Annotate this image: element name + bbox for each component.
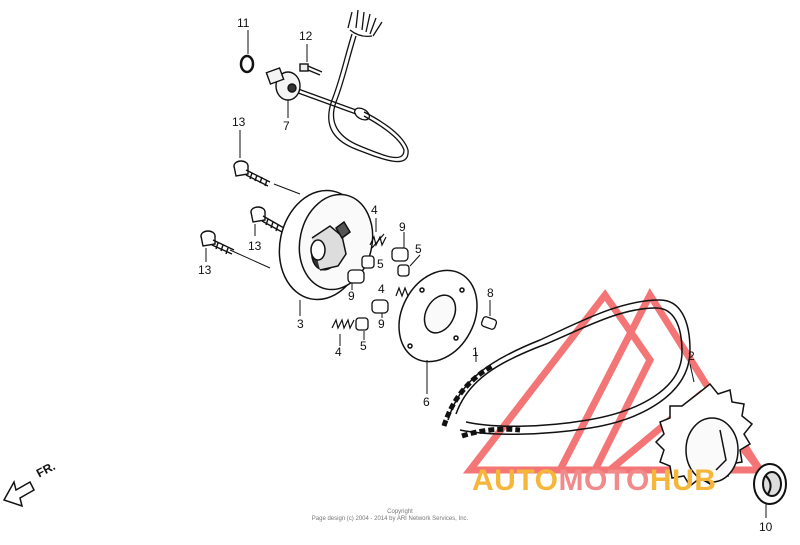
o-ring-11	[239, 54, 255, 74]
copyright-line-1: Copyright	[387, 509, 413, 515]
label-part-9-top: 9	[399, 220, 406, 234]
pin-5-c	[355, 317, 369, 331]
sprocket-2	[654, 382, 754, 488]
roller-9-b	[391, 247, 409, 262]
label-part-13-top: 13	[232, 115, 246, 129]
screw-12	[299, 63, 323, 76]
clutch-outer-3	[278, 189, 374, 301]
neutral-switch-7	[265, 67, 301, 101]
label-part-5-right: 5	[415, 242, 422, 256]
bolt-13-middle	[250, 206, 285, 233]
label-part-1: 1	[472, 345, 479, 359]
bolt-13-lower	[200, 230, 235, 255]
wire-harness	[289, 9, 409, 163]
watermark-text: AUTOMOTOHUB	[472, 466, 716, 496]
drive-chain-1	[441, 299, 691, 439]
spring-4-lower	[331, 318, 355, 330]
label-part-11: 11	[237, 16, 250, 30]
leader-lines	[205, 30, 767, 518]
label-part-5-lower: 5	[360, 339, 367, 353]
label-part-9-lower: 9	[378, 317, 385, 331]
label-part-12: 12	[299, 29, 313, 43]
watermark-part-auto: AUTO	[472, 464, 559, 497]
copyright-notice: Copyright Page design (c) 2004 - 2014 by…	[300, 509, 500, 523]
pin-5-a	[361, 255, 375, 269]
label-part-13-lower: 13	[198, 263, 212, 277]
bolt-13-top	[233, 160, 271, 187]
roller-9-c	[371, 299, 389, 314]
roller-9-a	[347, 269, 365, 284]
watermark-part-hub: HUB	[649, 464, 717, 497]
pin-8	[480, 316, 498, 330]
label-part-7: 7	[283, 119, 290, 133]
label-part-9-left: 9	[348, 289, 355, 303]
label-part-8: 8	[487, 286, 494, 300]
spring-4-middle	[395, 286, 409, 298]
label-part-10: 10	[759, 520, 773, 534]
label-part-2: 2	[688, 349, 695, 363]
label-part-5-upper: 5	[377, 257, 384, 271]
label-part-4-top: 4	[371, 203, 378, 217]
pin-5-b	[397, 264, 410, 277]
copyright-line-2: Page design (c) 2004 - 2014 by ARI Netwo…	[311, 515, 469, 522]
spring-4-top	[369, 233, 387, 249]
label-part-4-middle: 4	[378, 282, 385, 296]
circlip-10	[753, 463, 787, 505]
watermark-part-moto: MOTO	[558, 464, 650, 497]
label-part-3: 3	[297, 317, 304, 331]
front-direction-arrow	[2, 479, 35, 508]
plate-6	[398, 269, 478, 363]
label-part-6: 6	[423, 395, 430, 409]
label-part-4-lower: 4	[335, 345, 342, 359]
label-part-13-middle: 13	[248, 239, 262, 253]
